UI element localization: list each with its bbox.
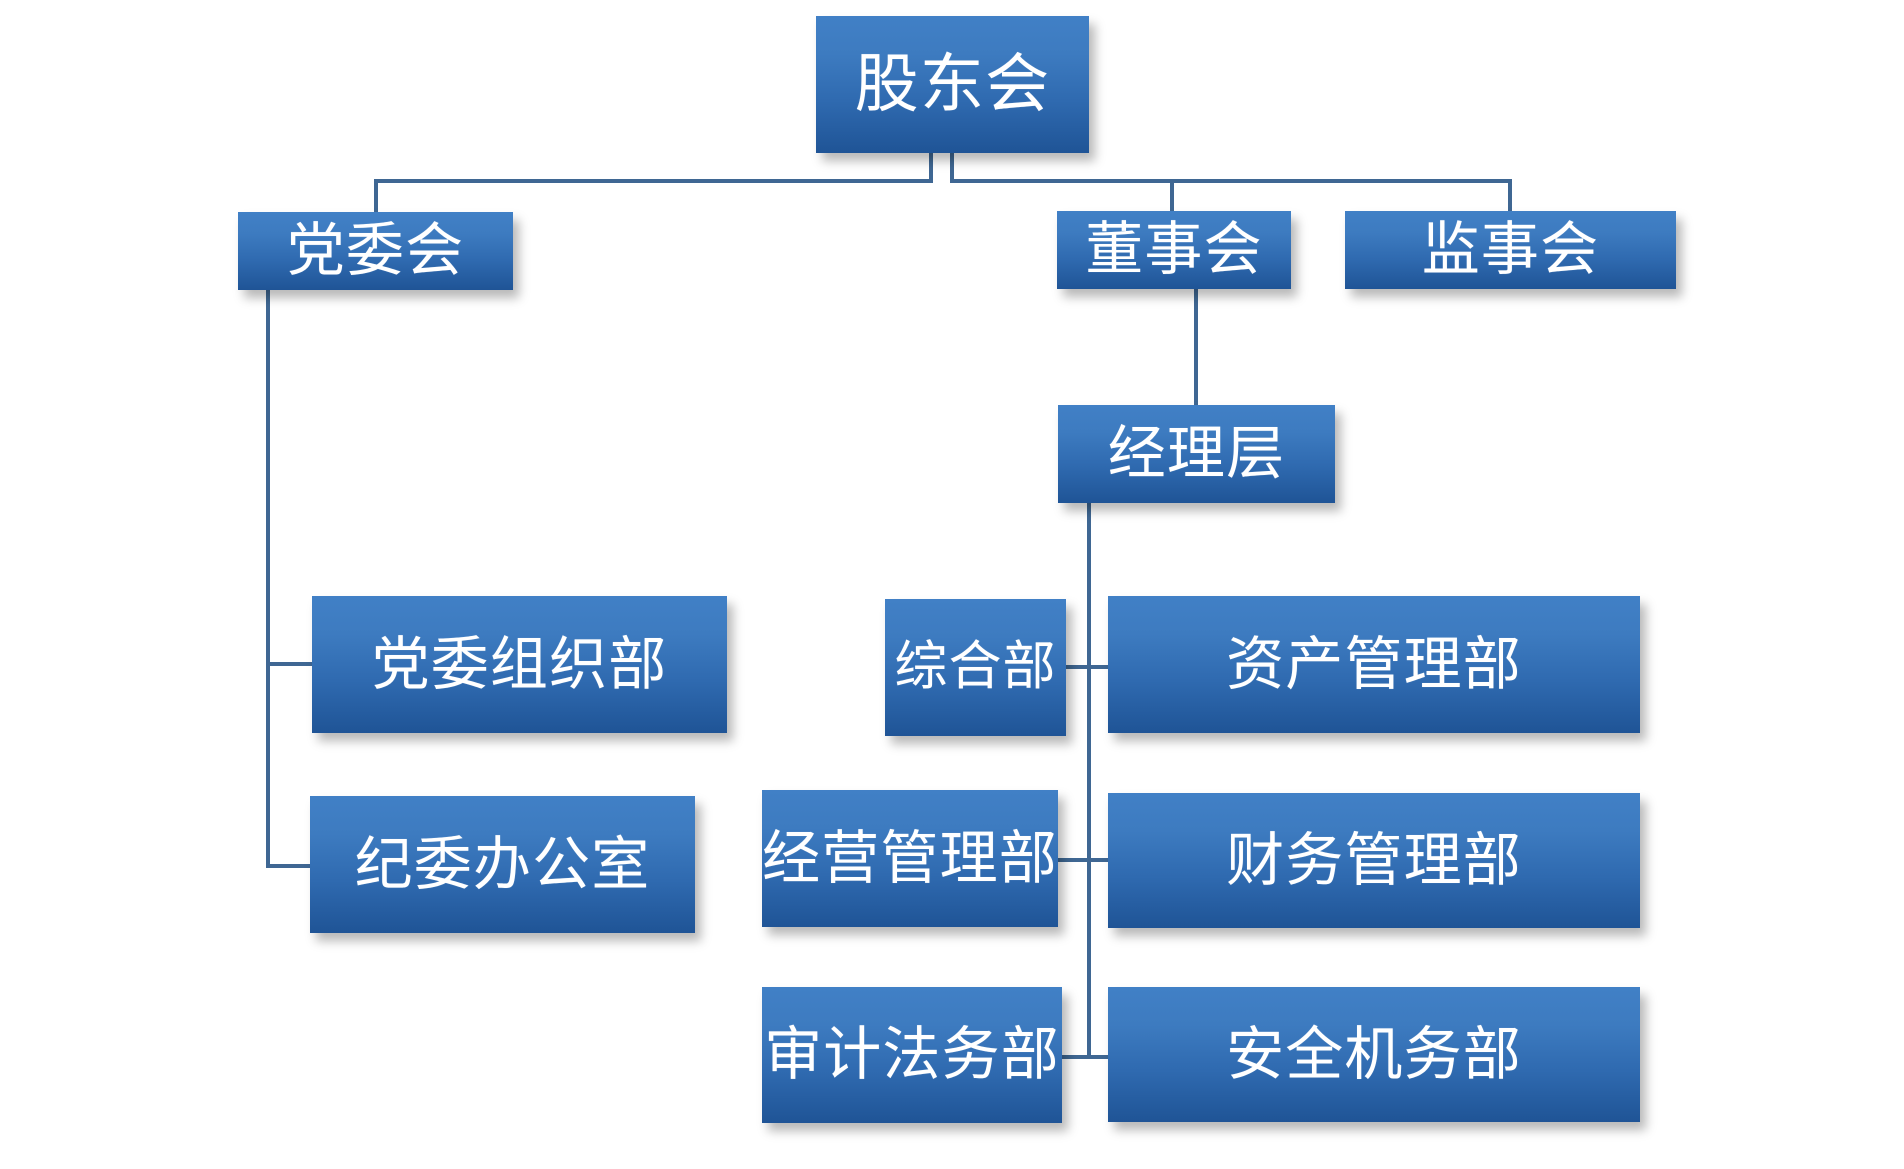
org-node-label: 经理层 — [1107, 421, 1286, 486]
org-node-label: 董事会 — [1085, 217, 1263, 282]
connector-party-drop — [374, 179, 378, 213]
org-node-label: 资产管理部 — [1226, 631, 1522, 697]
org-node-label: 监事会 — [1421, 217, 1600, 282]
connector-management-spine — [1087, 441, 1091, 1058]
org-node-management[interactable]: 经理层 — [1058, 405, 1335, 503]
org-node-general-dept[interactable]: 综合部 — [885, 599, 1066, 736]
org-node-label: 党委会 — [286, 218, 465, 283]
connector-root-right-stem — [950, 152, 954, 183]
org-node-label: 经营管理部 — [762, 825, 1058, 891]
org-node-label: 财务管理部 — [1226, 827, 1522, 893]
org-node-operations-dept[interactable]: 经营管理部 — [762, 790, 1058, 927]
org-node-board-supervisors[interactable]: 监事会 — [1345, 211, 1676, 289]
org-node-label: 党委组织部 — [371, 631, 668, 697]
connector-management-to-general-dept — [1066, 665, 1089, 669]
connector-party-spine — [266, 287, 270, 868]
connector-directors-to-management — [1194, 287, 1198, 405]
connector-management-to-audit-dept — [1062, 1055, 1089, 1059]
org-node-discipline-office[interactable]: 纪委办公室 — [310, 796, 695, 933]
org-node-label: 安全机务部 — [1226, 1021, 1522, 1087]
connector-board-supervisors-drop — [1508, 179, 1512, 213]
org-node-asset-mgmt-dept[interactable]: 资产管理部 — [1108, 596, 1640, 733]
connector-root-to-board-bar — [950, 179, 1512, 183]
org-node-shareholders[interactable]: 股东会 — [816, 16, 1089, 153]
connector-party-to-discipline-office — [266, 864, 312, 868]
connector-management-to-finance-dept — [1087, 858, 1108, 862]
connector-party-to-org-dept — [266, 662, 314, 666]
org-node-finance-dept[interactable]: 财务管理部 — [1108, 793, 1640, 928]
org-node-party-org-dept[interactable]: 党委组织部 — [312, 596, 727, 733]
org-node-label: 审计法务部 — [764, 1022, 1060, 1087]
connector-management-to-safety-dept — [1087, 1055, 1108, 1059]
connector-management-to-operations-dept — [1058, 858, 1089, 862]
connector-root-to-party-bar — [374, 179, 931, 183]
org-node-label: 股东会 — [854, 48, 1051, 120]
connector-board-directors-drop — [1170, 179, 1174, 213]
org-node-board-directors[interactable]: 董事会 — [1057, 211, 1291, 289]
org-node-label: 纪委办公室 — [354, 831, 651, 897]
org-node-label: 综合部 — [894, 638, 1057, 696]
org-node-audit-legal-dept[interactable]: 审计法务部 — [762, 987, 1062, 1123]
connector-root-left-stem — [929, 152, 933, 183]
connector-management-to-asset-dept — [1087, 665, 1108, 669]
org-node-safety-dept[interactable]: 安全机务部 — [1108, 987, 1640, 1122]
org-node-party-committee[interactable]: 党委会 — [238, 212, 513, 290]
